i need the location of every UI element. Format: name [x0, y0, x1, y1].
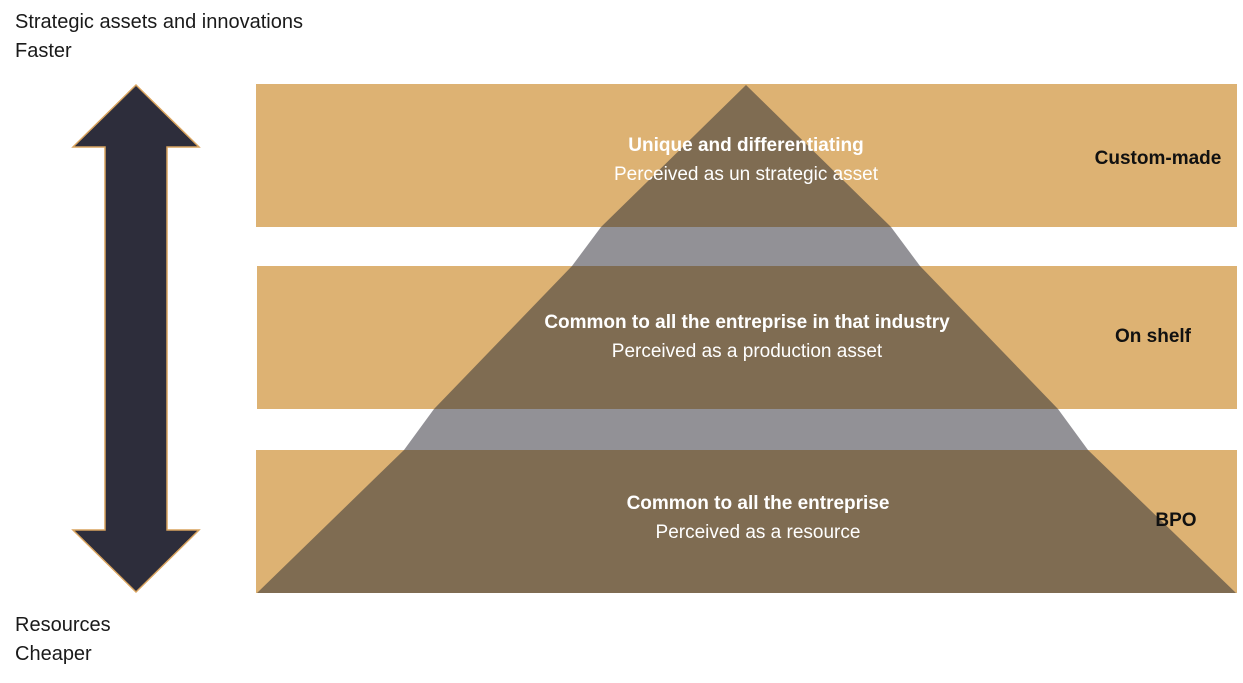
tier-bottom-label: BPO: [1155, 510, 1197, 531]
tier-middle-subtitle: Perceived as a production asset: [611, 341, 883, 362]
double-arrow-icon: [71, 83, 201, 594]
pyramid-gap-lower: [404, 409, 1088, 450]
tier-top-subtitle: Perceived as un strategic asset: [613, 164, 879, 185]
tier-top-label: Custom-made: [1094, 148, 1222, 169]
top-label-line-2: Faster: [15, 40, 72, 62]
tier-bottom-title: Common to all the entreprise: [626, 493, 890, 514]
pyramid-bottom: [257, 450, 1236, 593]
top-axis-labels: Strategic assets and innovations Faster: [15, 8, 303, 66]
bottom-label-line-1: Resources: [15, 614, 111, 636]
tier-middle-text: Common to all the entreprise in that ind…: [544, 308, 949, 366]
pyramid-middle: [434, 266, 1058, 409]
bottom-label-line-2: Cheaper: [15, 643, 92, 665]
tier-bottom-subtitle: Perceived as a resource: [655, 522, 861, 543]
top-label-line-1: Strategic assets and innovations: [15, 11, 303, 33]
tier-middle-label: On shelf: [1114, 326, 1192, 347]
pyramid-gap-upper: [572, 227, 920, 266]
tier-top-title: Unique and differentiating: [628, 135, 864, 156]
pyramid-top: [601, 85, 891, 227]
tier-middle-title: Common to all the entreprise in that ind…: [544, 312, 950, 333]
bottom-axis-labels: Resources Cheaper: [15, 611, 111, 669]
tier-bottom-text: Common to all the entreprise Perceived a…: [627, 489, 890, 547]
tier-top-text: Unique and differentiating Perceived as …: [614, 131, 878, 189]
